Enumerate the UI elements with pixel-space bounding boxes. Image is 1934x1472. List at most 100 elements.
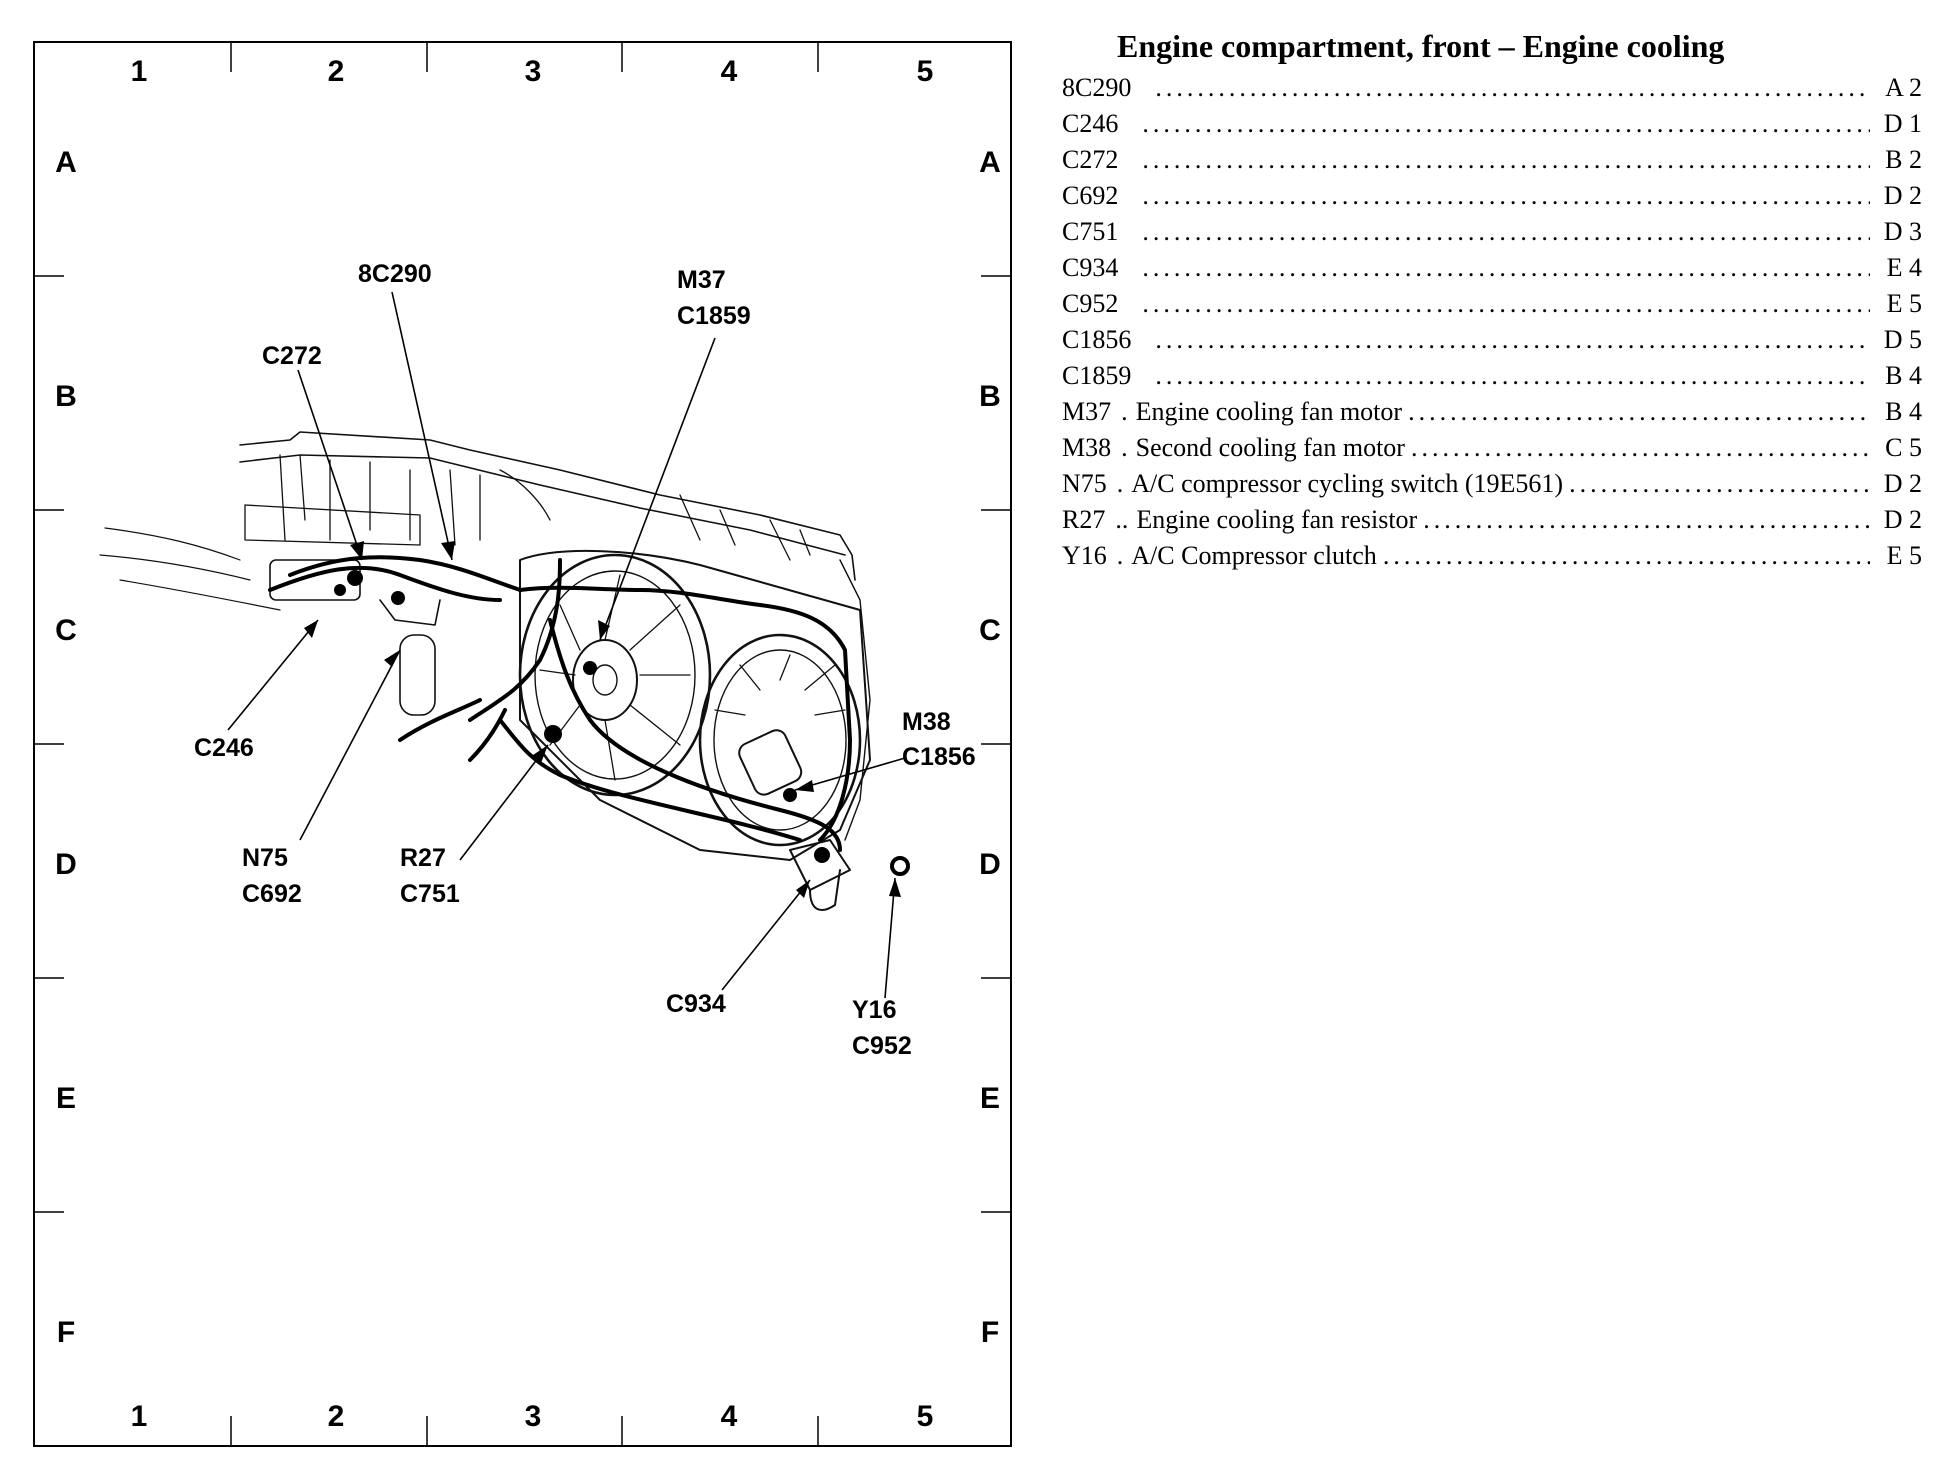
col-label-bottom-3: 3 xyxy=(525,1400,542,1433)
leader-dots xyxy=(1383,541,1870,571)
legend-separator: . xyxy=(1121,397,1128,426)
leader-dots xyxy=(1142,145,1870,175)
legend-separator: . xyxy=(1116,469,1124,498)
grid-frame xyxy=(33,41,1012,1447)
row-label-right-f: F xyxy=(981,1316,999,1349)
legend-description: Second cooling fan motor xyxy=(1135,433,1405,462)
legend-separator: . xyxy=(1116,541,1124,570)
legend-row: C934 E 4 xyxy=(1062,253,1922,289)
legend-code: C952 xyxy=(1062,289,1119,318)
row-label-right-b: B xyxy=(979,380,1001,413)
legend-description: Engine cooling fan motor xyxy=(1135,397,1403,426)
legend-row: Y16.A/C Compressor clutch E 5 xyxy=(1062,541,1922,577)
legend-row: C1859 B 4 xyxy=(1062,361,1922,397)
legend-row: C246 D 1 xyxy=(1062,109,1922,145)
row-label-right-d: D xyxy=(979,848,1001,881)
legend-row: R27..Engine cooling fan resistorD 2 xyxy=(1062,505,1922,541)
legend-location: D 2 xyxy=(1883,469,1922,498)
leader-dots xyxy=(1408,397,1870,427)
callout-c692: C692 xyxy=(242,880,302,908)
legend-description: Engine cooling fan resistor xyxy=(1136,505,1418,534)
legend-code: M37 xyxy=(1062,397,1112,426)
legend-code: C272 xyxy=(1062,145,1119,174)
row-label-left-a: A xyxy=(55,146,77,179)
legend-row: C1856 D 5 xyxy=(1062,325,1922,361)
legend-row: N75.A/C compressor cycling switch (19E56… xyxy=(1062,469,1922,505)
legend-list: 8C290A 2 C246 D 1 C272 B 2 C692 D 2 C751 D 3… xyxy=(1062,73,1922,577)
legend-location: B 4 xyxy=(1885,361,1922,390)
callout-c1859: C1859 xyxy=(677,302,751,330)
callout-c934: C934 xyxy=(666,990,726,1018)
fan-two xyxy=(698,633,862,847)
leader-dots xyxy=(1142,253,1870,283)
legend-code: C751 xyxy=(1062,217,1119,246)
callout-m38: M38 xyxy=(902,708,951,736)
leader-dots xyxy=(1569,469,1870,499)
legend-separator: . xyxy=(1121,433,1128,462)
row-label-left-d: D xyxy=(55,848,77,881)
callout-c751: C751 xyxy=(400,880,460,908)
row-label-right-c: C xyxy=(979,614,1001,647)
row-label-left-c: C xyxy=(55,614,77,647)
legend-description: A/C Compressor clutch xyxy=(1131,541,1377,570)
row-label-left-f: F xyxy=(57,1316,75,1349)
legend-location: A 2 xyxy=(1885,73,1922,102)
row-label-right-e: E xyxy=(980,1082,1000,1115)
legend-location: E 5 xyxy=(1886,541,1922,570)
col-label-top-2: 2 xyxy=(328,55,345,88)
legend-code: Y16 xyxy=(1062,541,1107,570)
column-dividers-top xyxy=(230,42,819,72)
callout-m37: M37 xyxy=(677,266,726,294)
legend-code: C692 xyxy=(1062,181,1119,210)
row-label-right-a: A xyxy=(979,146,1001,179)
leader-dots xyxy=(1155,361,1870,391)
legend-location: C 5 xyxy=(1885,433,1922,462)
legend-code: C1856 xyxy=(1062,325,1132,354)
col-label-bottom-5: 5 xyxy=(917,1400,934,1433)
legend-location: D 1 xyxy=(1883,109,1922,138)
legend-row: C272 B 2 xyxy=(1062,145,1922,181)
col-label-top-4: 4 xyxy=(721,55,738,88)
legend-row: 8C290A 2 xyxy=(1062,73,1922,109)
callout-n75: N75 xyxy=(242,844,288,872)
legend-row: C952 E 5 xyxy=(1062,289,1922,325)
leader-dots xyxy=(1411,433,1870,463)
callout-c272: C272 xyxy=(262,342,322,370)
legend-location: B 4 xyxy=(1885,397,1922,426)
legend-code: C246 xyxy=(1062,109,1119,138)
legend-location: D 5 xyxy=(1883,325,1922,354)
legend-code: M38 xyxy=(1062,433,1112,462)
legend-code: R27 xyxy=(1062,505,1106,534)
legend-location: E 4 xyxy=(1886,253,1922,282)
leader-dots xyxy=(1142,109,1870,139)
col-label-bottom-1: 1 xyxy=(131,1400,148,1433)
component-legend: Engine compartment, front – Engine cooli… xyxy=(1062,28,1922,577)
callout-8c290: 8C290 xyxy=(358,260,432,288)
legend-location: E 5 xyxy=(1886,289,1922,318)
leader-dots xyxy=(1155,73,1870,103)
legend-code: C1859 xyxy=(1062,361,1132,390)
legend-location: D 2 xyxy=(1883,181,1922,210)
legend-row: C751 D 3 xyxy=(1062,217,1922,253)
leader-lines xyxy=(227,291,906,999)
callout-c952: C952 xyxy=(852,1032,912,1060)
col-label-bottom-2: 2 xyxy=(328,1400,345,1433)
leader-arrowheads xyxy=(304,541,901,898)
legend-title: Engine compartment, front – Engine cooli… xyxy=(1117,28,1725,64)
legend-location: B 2 xyxy=(1885,145,1922,174)
col-label-top-5: 5 xyxy=(917,55,934,88)
legend-row: C692 D 2 xyxy=(1062,181,1922,217)
callout-c1856: C1856 xyxy=(902,743,976,771)
column-dividers-bottom xyxy=(230,1416,819,1446)
callout-r27: R27 xyxy=(400,844,446,872)
row-label-left-e: E xyxy=(56,1082,76,1115)
callout-c246: C246 xyxy=(194,734,254,762)
legend-code: C934 xyxy=(1062,253,1119,282)
leader-dots xyxy=(1155,325,1870,355)
row-label-left-b: B xyxy=(55,380,77,413)
engine-cooling-diagram: 1 2 3 4 5 1 2 3 4 5 A B C D E F A B C D … xyxy=(33,41,1012,1447)
leader-dots xyxy=(1142,181,1870,211)
col-label-top-3: 3 xyxy=(525,55,542,88)
callout-y16: Y16 xyxy=(852,996,896,1024)
legend-location: D 3 xyxy=(1883,217,1922,246)
